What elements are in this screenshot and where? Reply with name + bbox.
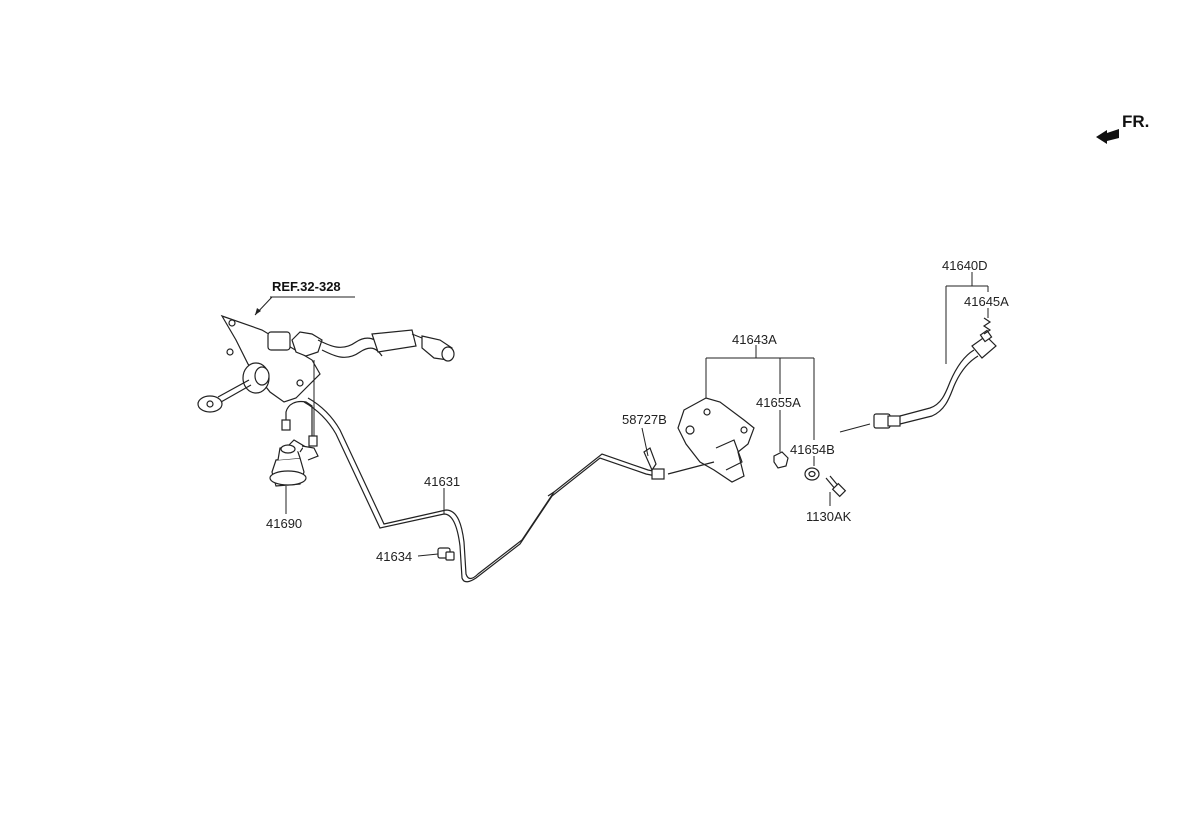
clutch-master-cylinder	[197, 314, 455, 413]
reservoir-feed-tube	[285, 400, 313, 436]
front-direction-indicator: FR.	[1096, 112, 1149, 144]
tube-clip	[437, 547, 455, 561]
reference-callout: REF.32-328	[254, 279, 355, 316]
part-labels: 41640D 41645A 41643A 41655A 41654B 58727…	[266, 258, 1009, 564]
tube-clip-small	[643, 447, 657, 472]
part-label-1130AK: 1130AK	[806, 509, 852, 524]
part-label-41643A: 41643A	[732, 332, 777, 347]
hose-clip	[982, 317, 992, 335]
part-label-41690: 41690	[266, 516, 302, 531]
front-label: FR.	[1122, 112, 1149, 131]
clutch-tube	[303, 397, 665, 583]
leader-lines	[285, 272, 989, 557]
part-label-41634: 41634	[376, 549, 412, 564]
washer	[804, 467, 820, 481]
hose-bracket	[667, 397, 755, 483]
part-label-41631: 41631	[424, 474, 460, 489]
part-label-58727B: 58727B	[622, 412, 667, 427]
clutch-hose	[839, 329, 997, 433]
part-label-41640D: 41640D	[942, 258, 988, 273]
clutch-reservoir	[269, 439, 319, 487]
part-label-41654B: 41654B	[790, 442, 835, 457]
bushing	[773, 451, 789, 469]
part-label-41645A: 41645A	[964, 294, 1009, 309]
reference-label: REF.32-328	[272, 279, 341, 294]
part-label-41655A: 41655A	[756, 395, 801, 410]
bolt	[825, 475, 847, 498]
front-arrow-icon	[1096, 129, 1119, 144]
